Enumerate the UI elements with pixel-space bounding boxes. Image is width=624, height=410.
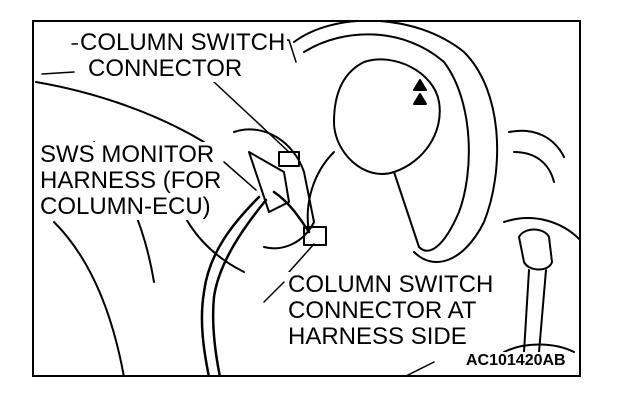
wheel-spoke-lower [393, 171, 420, 248]
leader-connector-to-shape [213, 81, 290, 153]
harness-to-connector [272, 190, 311, 234]
label-line: COLUMN SWITCH [80, 29, 286, 56]
gear-boot-line [503, 343, 575, 353]
label-line: HARNESS (FOR [40, 167, 222, 194]
label-sws-monitor-harness: SWS MONITOR HARNESS (FOR COLUMN-ECU) [38, 141, 224, 220]
label-column-switch-connector-harness-side: COLUMN SWITCH CONNECTOR AT HARNESS SIDE [286, 271, 496, 350]
label-line: COLUMN-ECU) [40, 193, 211, 220]
sws-harness-wire-1 [200, 195, 261, 375]
steering-wheel-hub [333, 58, 441, 175]
steering-wheel-rim-outer [293, 22, 499, 263]
lower-panel-line [53, 221, 125, 375]
gear-shift-knob [518, 228, 553, 271]
harness-side-connector-shape [303, 226, 327, 246]
dashboard-line [35, 81, 205, 143]
leader-sws [223, 161, 257, 191]
leader-harness-side-2 [263, 281, 285, 303]
console-line-2 [513, 151, 555, 183]
label-line: CONNECTOR AT [288, 297, 477, 324]
leader-harness-side [288, 243, 315, 273]
emblem-mark [413, 79, 427, 105]
label-line: SWS MONITOR [40, 141, 215, 168]
steering-wheel-rim-inner [303, 33, 470, 252]
steering-column-illustration [35, 22, 579, 375]
diagram-frame: COLUMN SWITCH CONNECTOR SWS MONITOR HARN… [32, 20, 581, 377]
leader-code [406, 361, 435, 375]
label-column-switch-connector: COLUMN SWITCH CONNECTOR [78, 29, 288, 82]
wheel-spoke-left [306, 151, 335, 233]
column-shroud [233, 128, 315, 250]
column-switch-body [248, 151, 290, 213]
console-line-1 [508, 129, 565, 158]
leader-connector-left [41, 71, 75, 75]
gear-shift-lever-left [523, 269, 530, 353]
figure-code: AC101420AB [464, 352, 568, 370]
sws-harness-wire-2 [211, 198, 268, 375]
gear-shift-lever-right [538, 269, 547, 353]
label-line: COLUMN SWITCH [288, 271, 494, 298]
console-line-3 [503, 217, 579, 241]
label-line: CONNECTOR [88, 55, 243, 82]
label-line: HARNESS SIDE [288, 323, 467, 350]
